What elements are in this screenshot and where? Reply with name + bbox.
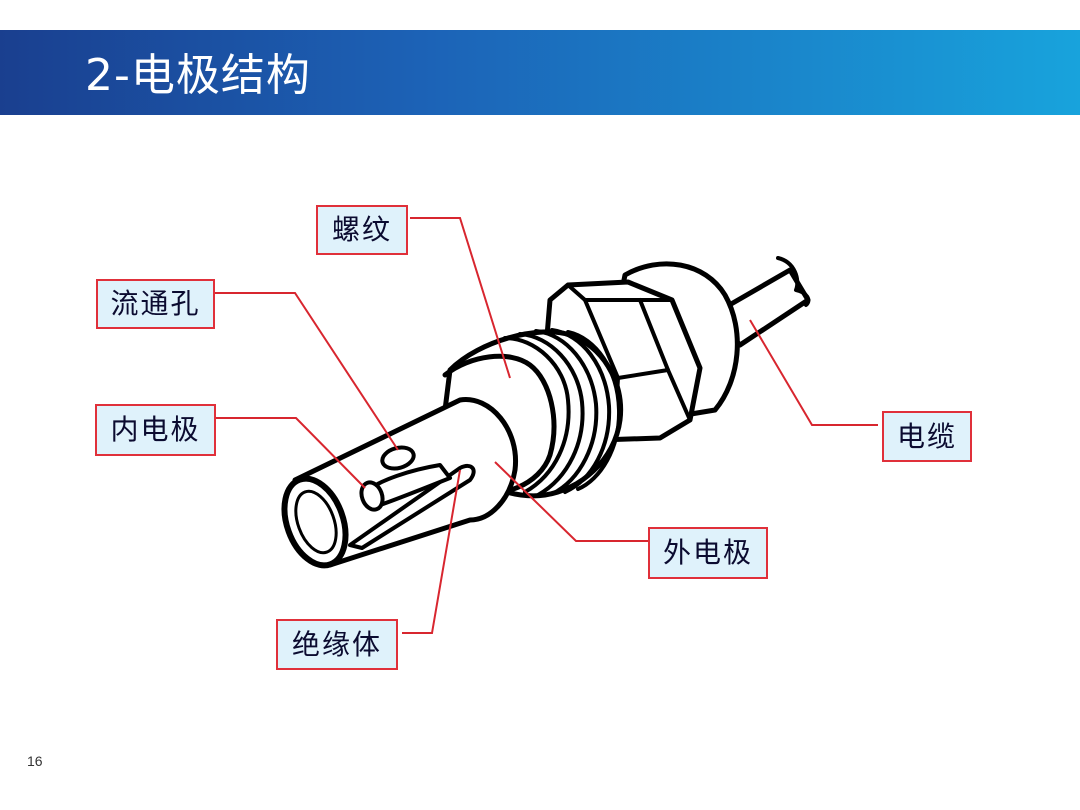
- leader-lines: [215, 217, 878, 634]
- electrode-drawing: [281, 256, 811, 569]
- leader-line-insulator: [402, 469, 461, 634]
- label-inner-electrode: 内电极: [95, 404, 216, 456]
- leader-line-inner-electrode: [215, 417, 366, 489]
- front-opening-drawing: [281, 475, 349, 569]
- leader-line-flow-hole: [215, 292, 399, 451]
- slot-drawing: [348, 463, 476, 550]
- flow-hole-drawing: [380, 445, 416, 471]
- label-cable: 电缆: [882, 411, 972, 462]
- label-outer-electrode: 外电极: [648, 527, 768, 579]
- page-number: 16: [27, 753, 43, 769]
- leader-line-outer-electrode: [494, 461, 648, 542]
- leader-line-cable: [749, 319, 878, 426]
- label-flow-hole: 流通孔: [96, 279, 215, 329]
- slide-title: 2-电极结构: [85, 50, 311, 101]
- title-bar: [0, 30, 1080, 115]
- label-thread: 螺纹: [316, 205, 408, 255]
- leader-line-thread: [410, 217, 511, 379]
- label-insulator: 绝缘体: [276, 619, 398, 670]
